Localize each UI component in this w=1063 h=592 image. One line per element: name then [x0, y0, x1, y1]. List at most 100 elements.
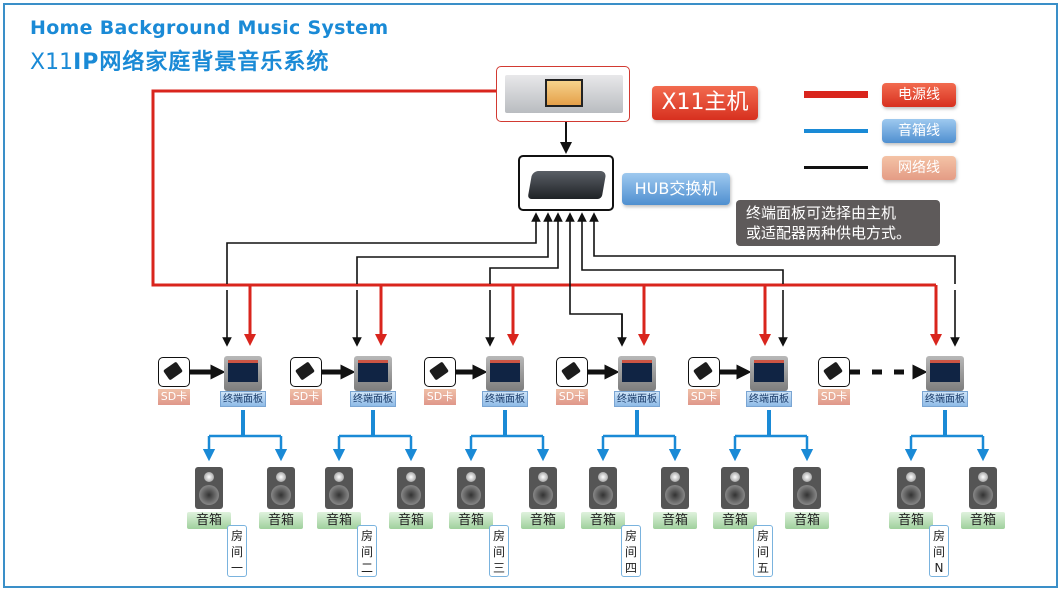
speaker-label: 音箱 — [521, 512, 565, 529]
network-line — [589, 212, 956, 284]
room-label: 房 间 三 — [489, 525, 509, 577]
speaker-icon — [969, 467, 997, 509]
room-label-char: 房 — [360, 529, 373, 543]
sd-card-label: SD卡 — [556, 389, 588, 405]
title-system-name: 网络家庭背景音乐系统 — [99, 50, 330, 75]
network-line — [489, 212, 563, 284]
legend-power-swatch — [804, 91, 868, 98]
room-label-char: 五 — [756, 561, 769, 575]
speaker-label: 音箱 — [317, 512, 361, 529]
room-label-char: 房 — [492, 529, 505, 543]
room-label-char: 间 — [624, 545, 637, 559]
speaker-icon — [589, 467, 617, 509]
power-supply-note: 终端面板可选择由主机 或适配器两种供电方式。 — [736, 200, 940, 246]
speaker-icon — [457, 467, 485, 509]
terminal-panel-icon[interactable] — [354, 356, 392, 391]
network-line — [356, 212, 553, 284]
diagram-frame — [3, 3, 1058, 588]
media-server-icon — [505, 75, 623, 113]
terminal-panel-label: 终端面板 — [746, 391, 792, 407]
terminal-panel-icon[interactable] — [926, 356, 964, 391]
legend-speaker-label: 音箱线 — [882, 119, 956, 143]
speaker-icon — [793, 467, 821, 509]
network-line — [226, 212, 541, 284]
speaker-icon — [267, 467, 295, 509]
hub-label: HUB交换机 — [622, 173, 730, 205]
speaker-label: 音箱 — [889, 512, 933, 529]
network-switch-icon — [527, 171, 607, 199]
sd-card-icon — [424, 357, 456, 387]
legend-network-swatch — [804, 166, 868, 169]
speaker-icon — [195, 467, 223, 509]
speaker-label: 音箱 — [961, 512, 1005, 529]
speaker-label: 音箱 — [653, 512, 697, 529]
terminal-panel-label: 终端面板 — [350, 391, 396, 407]
terminal-panel-label: 终端面板 — [922, 391, 968, 407]
room-label-char: 间 — [360, 545, 373, 559]
terminal-panel-label: 终端面板 — [482, 391, 528, 407]
sd-card-icon — [556, 357, 588, 387]
speaker-icon — [397, 467, 425, 509]
terminal-panel-label: 终端面板 — [220, 391, 266, 407]
room-label: 房 间 四 — [621, 525, 641, 577]
terminal-panel-icon[interactable] — [224, 356, 262, 391]
host-device-box[interactable] — [496, 66, 630, 122]
room-label: 房 间 N — [929, 525, 949, 577]
room-label-char: 三 — [492, 561, 505, 575]
speaker-label: 音箱 — [785, 512, 829, 529]
legend-speaker-swatch — [804, 129, 868, 133]
room-label-char: 二 — [360, 561, 373, 575]
hub-device-box[interactable] — [518, 155, 614, 211]
room-label-char: 房 — [230, 529, 243, 543]
speaker-icon — [661, 467, 689, 509]
speaker-icon — [721, 467, 749, 509]
sd-card-label: SD卡 — [424, 389, 456, 405]
network-line — [577, 212, 784, 284]
room-label-char: 房 — [932, 529, 945, 543]
speaker-label: 音箱 — [389, 512, 433, 529]
sd-card-label: SD卡 — [688, 389, 720, 405]
speaker-icon — [897, 467, 925, 509]
network-line — [565, 212, 623, 340]
terminal-panel-icon[interactable] — [750, 356, 788, 391]
speaker-label: 音箱 — [713, 512, 757, 529]
power-trunk-line — [151, 89, 936, 287]
sd-card-label: SD卡 — [290, 389, 322, 405]
room-label-char: N — [934, 561, 944, 575]
room-label-char: 房 — [624, 529, 637, 543]
room-label-char: 间 — [932, 545, 945, 559]
sd-card-icon — [818, 357, 850, 387]
legend-network-label: 网络线 — [882, 156, 956, 180]
room-label-char: 一 — [230, 561, 243, 575]
note-line-1: 终端面板可选择由主机 — [746, 204, 897, 222]
terminal-panel-icon[interactable] — [618, 356, 656, 391]
sd-card-label: SD卡 — [158, 389, 190, 405]
room-label-char: 间 — [756, 545, 769, 559]
legend-power-label: 电源线 — [882, 83, 956, 107]
note-line-2: 或适配器两种供电方式。 — [746, 224, 912, 242]
title-ip: IP — [73, 50, 100, 75]
terminal-panel-icon[interactable] — [486, 356, 524, 391]
title-model: X11 — [30, 50, 74, 75]
speaker-icon — [325, 467, 353, 509]
speaker-label: 音箱 — [449, 512, 493, 529]
speaker-label: 音箱 — [581, 512, 625, 529]
speaker-label: 音箱 — [187, 512, 231, 529]
speaker-icon — [529, 467, 557, 509]
room-label-char: 四 — [624, 561, 637, 575]
room-label-char: 间 — [492, 545, 505, 559]
room-label-char: 间 — [230, 545, 243, 559]
room-label: 房 间 二 — [357, 525, 377, 577]
room-label: 房 间 一 — [227, 525, 247, 577]
title-english: Home Background Music System — [30, 17, 389, 39]
host-label: X11主机 — [652, 86, 758, 120]
title-chinese: X11IP网络家庭背景音乐系统 — [30, 44, 329, 76]
sd-card-icon — [158, 357, 190, 387]
sd-card-icon — [688, 357, 720, 387]
terminal-panel-label: 终端面板 — [614, 391, 660, 407]
room-label: 房 间 五 — [753, 525, 773, 577]
sd-card-icon — [290, 357, 322, 387]
room-label-char: 房 — [756, 529, 769, 543]
sd-card-label: SD卡 — [818, 389, 850, 405]
